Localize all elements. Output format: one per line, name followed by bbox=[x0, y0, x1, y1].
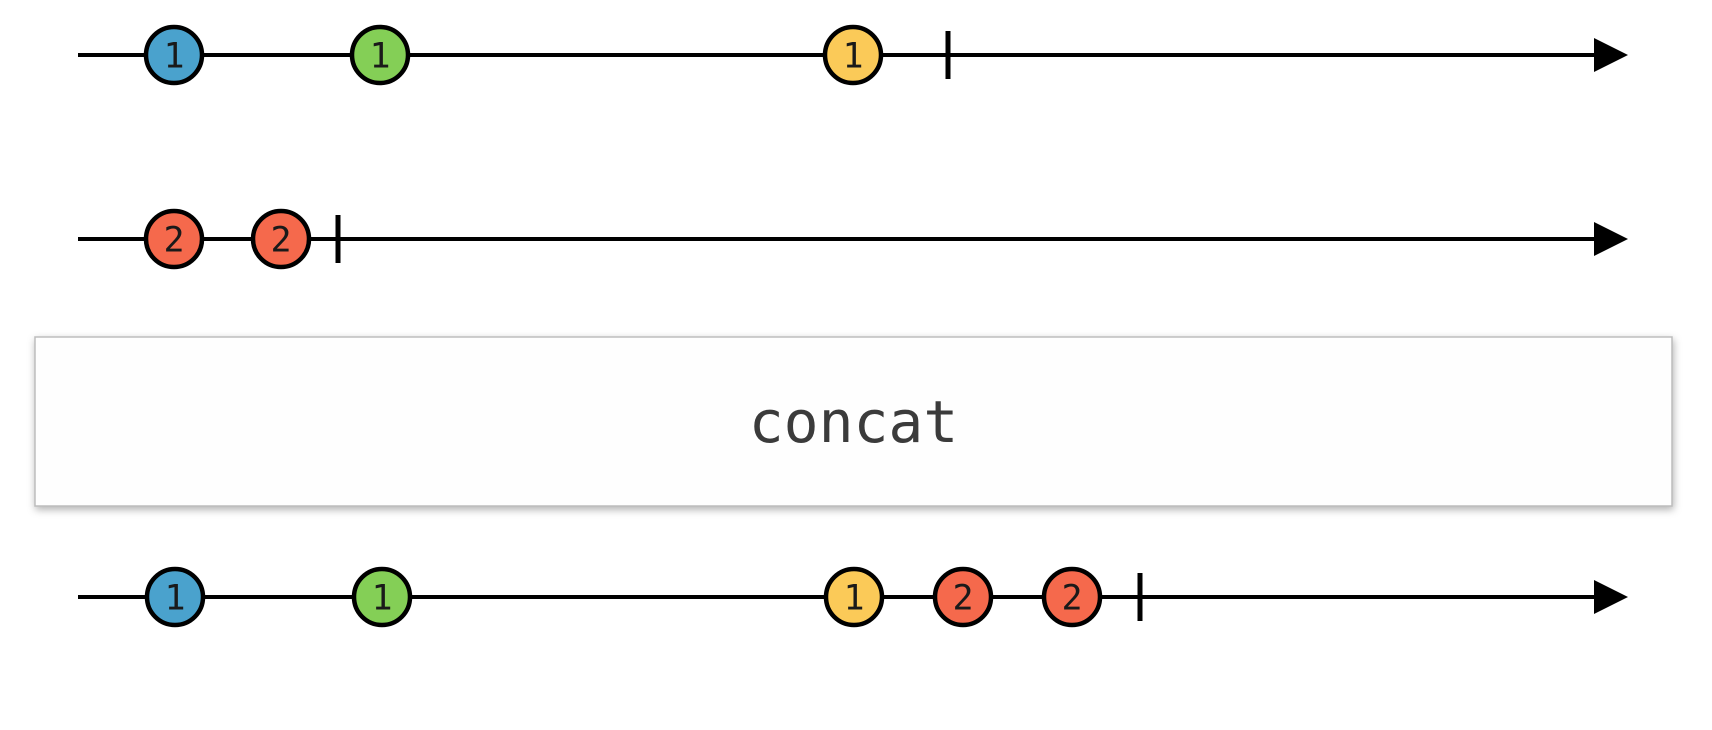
marble-value: 2 bbox=[163, 220, 184, 260]
marble[interactable]: 1 bbox=[143, 24, 205, 86]
marble-circle bbox=[1041, 566, 1103, 628]
marble-value: 1 bbox=[369, 36, 390, 76]
marble: 1 bbox=[823, 566, 885, 628]
operator-label: concat bbox=[749, 388, 959, 456]
marble-circle bbox=[932, 566, 994, 628]
marble: 2 bbox=[932, 566, 994, 628]
marble-circle[interactable] bbox=[143, 24, 205, 86]
timeline-output: 1 1 1 2 2 bbox=[78, 566, 1628, 628]
timeline-arrowhead bbox=[1594, 580, 1628, 614]
marble-circle[interactable] bbox=[143, 208, 205, 270]
marble[interactable]: 2 bbox=[250, 208, 312, 270]
marble-circle bbox=[351, 566, 413, 628]
marble-value: 2 bbox=[1061, 578, 1082, 618]
marble-value: 2 bbox=[952, 578, 973, 618]
marble-value: 1 bbox=[843, 578, 864, 618]
marble-circle[interactable] bbox=[349, 24, 411, 86]
marble: 2 bbox=[1041, 566, 1103, 628]
marble-value: 1 bbox=[164, 578, 185, 618]
marble: 1 bbox=[144, 566, 206, 628]
marble-circle bbox=[144, 566, 206, 628]
marble-value: 1 bbox=[842, 36, 863, 76]
marble-value: 1 bbox=[371, 578, 392, 618]
marble[interactable]: 1 bbox=[349, 24, 411, 86]
marble[interactable]: 1 bbox=[822, 24, 884, 86]
marble[interactable]: 2 bbox=[143, 208, 205, 270]
operator-box bbox=[34, 336, 1673, 507]
marble-value: 1 bbox=[163, 36, 184, 76]
timeline-arrowhead bbox=[1594, 222, 1628, 256]
marble-circle[interactable] bbox=[250, 208, 312, 270]
timeline-arrowhead bbox=[1594, 38, 1628, 72]
marble-circle bbox=[823, 566, 885, 628]
marble: 1 bbox=[351, 566, 413, 628]
marble-circle[interactable] bbox=[822, 24, 884, 86]
timeline-source-1: 1 1 1 bbox=[78, 24, 1628, 86]
marble-value: 2 bbox=[270, 220, 291, 260]
